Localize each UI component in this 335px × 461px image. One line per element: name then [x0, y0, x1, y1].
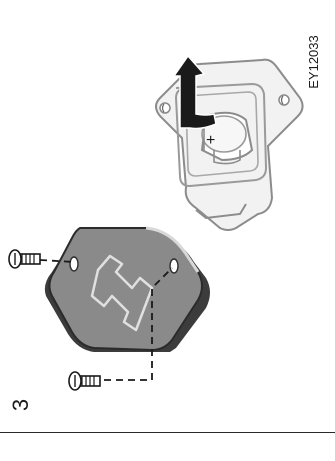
- footer-rule: [0, 432, 335, 433]
- transmitter-unit: +: [156, 56, 303, 230]
- step-number: 3: [8, 392, 34, 418]
- screw-icon: [69, 372, 100, 390]
- key-cover: [45, 228, 210, 352]
- figure-code: EY12033: [304, 14, 324, 110]
- plus-sign: +: [206, 132, 215, 149]
- cover-screw-hole-right: [170, 259, 178, 273]
- cover-screw-hole-left: [70, 257, 78, 271]
- screw-hole-top: [160, 103, 170, 113]
- screw-hole-bottom: [279, 95, 289, 105]
- screw-icon: [9, 250, 40, 268]
